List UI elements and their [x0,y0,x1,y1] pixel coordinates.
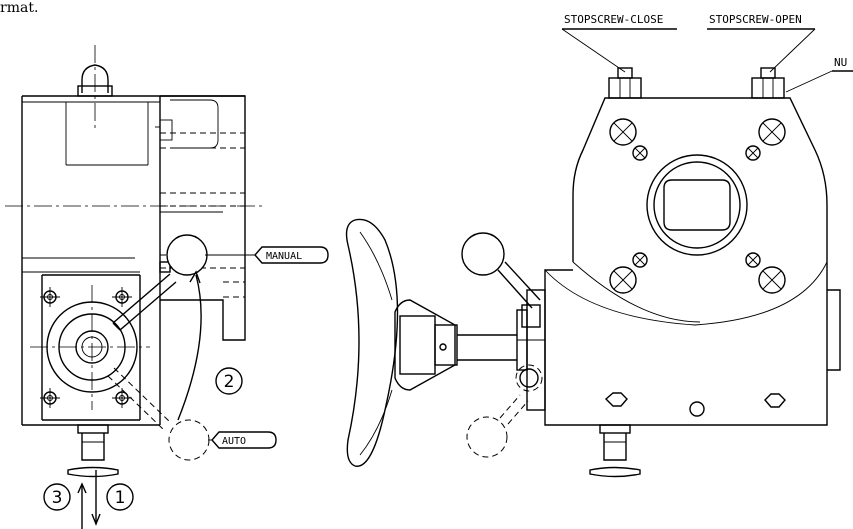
handwheel-stem [67,424,119,478]
header-fragment: rmat. [0,0,38,16]
front-mounting-holes [609,118,786,294]
front-center-opening [646,154,748,256]
step-1: 1 [115,488,126,508]
stopscrew-open [751,67,785,99]
front-housing [544,97,841,426]
rotation-arrow [177,270,202,421]
step-3-marker: 3 [43,483,71,511]
step-2-marker: 2 [215,367,243,395]
stopscrew-open-label: STOPSCREW-OPEN [709,13,802,26]
breather-cap [77,45,113,130]
nut-label: NU [834,56,847,69]
side-view [5,45,262,529]
front-bottom-bolts [604,392,786,417]
callout-stopscrew-close: STOPSCREW-CLOSE [561,13,677,73]
stopscrew-close [608,67,642,99]
callout-nut: NU [785,56,853,93]
manual-label: MANUAL [266,251,302,262]
label-auto: AUTO [208,431,277,449]
handwheel [345,218,517,467]
housing [5,95,262,426]
lever-auto-position [107,367,210,461]
auto-label: AUTO [222,436,246,447]
step-2: 2 [224,372,235,392]
front-lever-auto [466,394,529,458]
shaft-bore [46,301,138,393]
callout-stopscrew-open: STOPSCREW-OPEN [707,13,816,73]
step-3: 3 [52,488,63,508]
step-1-marker: 1 [106,483,134,511]
bolt-holes [40,287,132,408]
stopscrew-close-label: STOPSCREW-CLOSE [564,13,663,26]
front-handwheel-stem [589,424,641,478]
front-view [544,67,841,478]
label-manual: MANUAL [205,246,329,264]
front-lever-manual [461,232,541,328]
direction-arrows [77,470,101,529]
